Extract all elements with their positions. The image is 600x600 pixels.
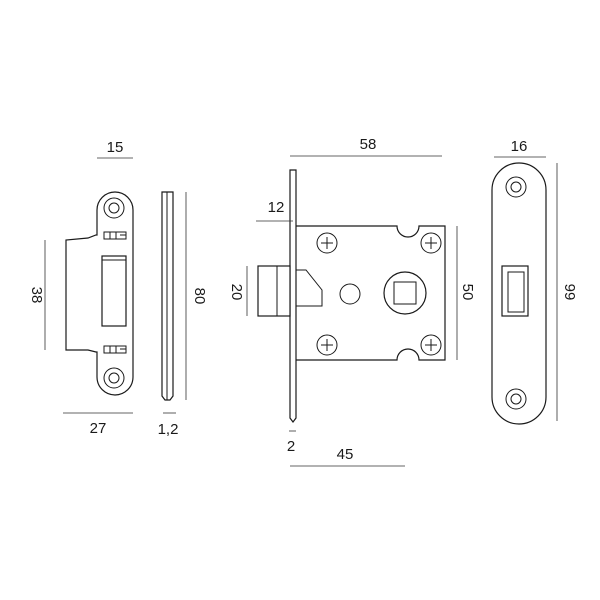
dim-label-strike-width: 15 [107, 139, 124, 156]
dim-strike-width: 15 [97, 139, 133, 159]
dim-body-height: 50 [456, 226, 476, 360]
dim-label-strike-total-width: 27 [90, 420, 107, 437]
dim-label-lock-depth: 58 [360, 136, 377, 153]
dim-label-plate-length: 80 [191, 288, 208, 305]
plate-side-profile [161, 191, 174, 401]
screw-bottom-right [420, 334, 442, 356]
strike-latch-opening [101, 255, 127, 327]
dim-faceplate-length: 99 [556, 163, 578, 421]
dim-faceplate-width: 16 [494, 138, 546, 158]
strike-top-hole-inner [108, 202, 120, 214]
faceplate-latch-opening [501, 265, 529, 317]
faceplate-front-outline [491, 162, 547, 425]
strike-bottom-hole [103, 367, 125, 389]
plate-profile-outline [161, 191, 174, 401]
faceplate-side [289, 169, 297, 423]
dim-label-faceplate-width: 16 [511, 138, 528, 155]
faceplate-bottom-hole [505, 388, 527, 410]
dim-strike-height: 38 [28, 240, 46, 350]
dim-lock-depth: 58 [290, 136, 442, 157]
dim-faceplate-offset: 12 [256, 199, 293, 222]
dim-backset: 45 [290, 446, 405, 467]
lock-body-outline [296, 225, 446, 361]
dim-plate-length: 80 [185, 192, 208, 400]
dim-label-plate-thickness: 1,2 [158, 421, 179, 438]
screw-bottom-left [316, 334, 338, 356]
latch-bolt [257, 265, 323, 317]
lock-body [257, 169, 446, 423]
faceplate-top-hole [505, 176, 527, 198]
dim-latch-height: 20 [228, 266, 248, 316]
strike-plate [65, 191, 134, 396]
dim-label-backset: 45 [337, 446, 354, 463]
screw-top-left [316, 232, 338, 254]
screw-top-right [420, 232, 442, 254]
dim-strike-total-width: 27 [63, 412, 133, 437]
strike-top-hole [103, 197, 125, 219]
strike-plate-outline [65, 191, 134, 396]
faceplate-bottom-hole-inner [510, 393, 522, 405]
dim-label-faceplate-offset: 12 [268, 199, 285, 216]
dim-plate-thickness: 1,2 [158, 412, 179, 438]
spindle-follower [383, 271, 427, 315]
dim-label-body-height: 50 [459, 284, 476, 301]
faceplate-front [491, 162, 547, 425]
strike-top-mark [103, 231, 127, 240]
dim-label-faceplate-thickness: 2 [287, 438, 295, 455]
strike-bottom-mark [103, 345, 127, 354]
dim-faceplate-thickness: 2 [287, 430, 296, 455]
dim-label-faceplate-length: 99 [561, 284, 578, 301]
strike-bottom-hole-inner [108, 372, 120, 384]
dim-label-latch-height: 20 [228, 284, 245, 301]
dim-label-strike-height: 38 [28, 287, 45, 304]
pin-hole [339, 283, 361, 305]
faceplate-top-hole-inner [510, 181, 522, 193]
